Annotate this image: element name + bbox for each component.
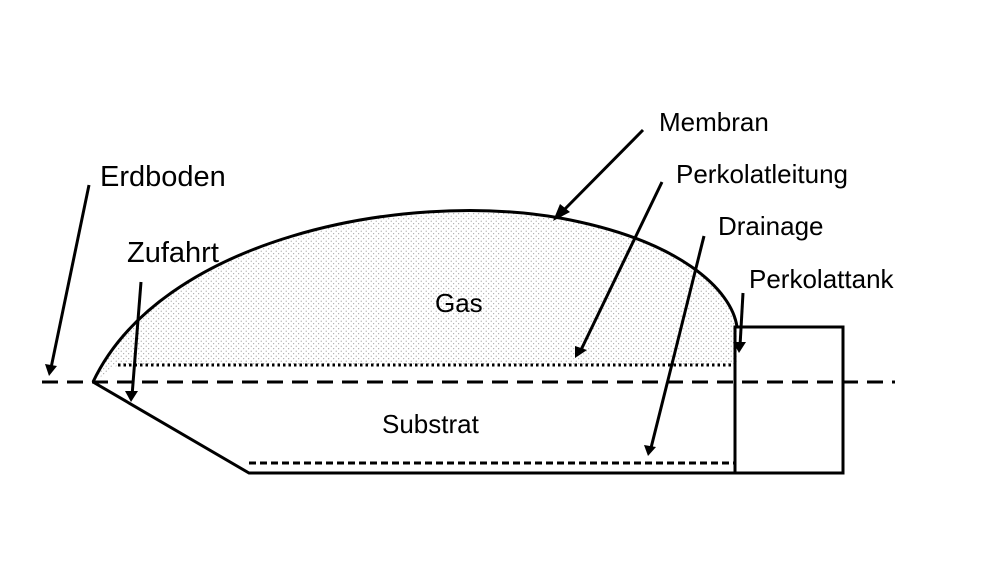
drainage-label: Drainage bbox=[718, 211, 824, 241]
gas-space-fill bbox=[93, 210, 737, 382]
driveway-label: Zufahrt bbox=[127, 237, 219, 269]
drainage-arrow bbox=[649, 235, 706, 449]
membrane-arrow bbox=[558, 128, 645, 216]
membrane-outline bbox=[91, 209, 739, 383]
ground-label: Erdboden bbox=[100, 161, 226, 193]
driveway-arrowhead bbox=[125, 391, 138, 402]
substrate-label: Substrat bbox=[382, 409, 480, 439]
driveway-arrow bbox=[130, 281, 143, 397]
gas-label: Gas bbox=[435, 288, 483, 318]
ground-arrowhead bbox=[45, 364, 57, 376]
percolate-tank-arrowhead bbox=[733, 342, 746, 353]
percolate-tank-box bbox=[733, 325, 845, 475]
membrane-arrowhead bbox=[553, 204, 570, 221]
substrate-container-outline bbox=[92, 380, 737, 475]
ground-arrow bbox=[49, 184, 91, 369]
membrane-label: Membran bbox=[659, 107, 769, 137]
percolate-tank-label: Perkolattank bbox=[749, 264, 895, 294]
percolate-tank-arrow bbox=[738, 292, 745, 347]
percolate-pipe-arrowhead bbox=[575, 346, 587, 358]
drainage-arrowhead bbox=[644, 445, 656, 456]
percolate-pipe-label: Perkolatleitung bbox=[676, 159, 848, 189]
percolate-pipe-arrow bbox=[578, 181, 664, 353]
